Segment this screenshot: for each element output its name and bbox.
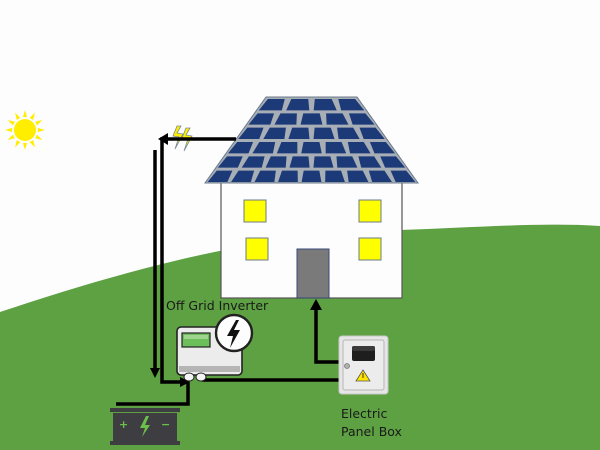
- solar-panel: [241, 156, 265, 168]
- sun-ray: [15, 140, 21, 148]
- panel-box-label-line1: Electric: [341, 406, 388, 421]
- bolt-icon: [227, 320, 240, 348]
- sun-icon: [5, 110, 45, 150]
- battery[interactable]: + −: [110, 408, 180, 445]
- house-window: [243, 199, 267, 223]
- solar-panel: [289, 156, 310, 168]
- solar-panel: [288, 127, 310, 139]
- solar-panel: [252, 142, 276, 154]
- sun-ray: [15, 112, 21, 120]
- solar-panel: [301, 142, 322, 154]
- sun-ray: [22, 110, 28, 118]
- solar-panel: [326, 113, 349, 125]
- wire-panelbox-to-house: [314, 305, 340, 364]
- solar-panels: [207, 99, 416, 182]
- solar-panel: [258, 99, 285, 111]
- wire-panel-to-inverter: [160, 137, 236, 384]
- solar-panel: [336, 156, 358, 168]
- solar-panel: [231, 170, 255, 182]
- solar-panel: [313, 127, 335, 139]
- sun-ray: [5, 127, 13, 133]
- solar-panel: [238, 127, 264, 139]
- sun-ray: [29, 140, 35, 148]
- solar-panel: [286, 99, 310, 111]
- solar-panel: [369, 142, 396, 154]
- solar-panel: [347, 170, 369, 182]
- sun-ray: [37, 127, 45, 133]
- solar-panel: [338, 99, 365, 111]
- sun-ray: [7, 120, 15, 126]
- solar-panel: [274, 113, 297, 125]
- solar-panel: [359, 127, 385, 139]
- solar-roof: [204, 96, 419, 184]
- solar-panel: [325, 170, 345, 182]
- solar-panel: [300, 113, 323, 125]
- arrow-icon: [310, 299, 322, 310]
- solar-panel: [227, 142, 254, 154]
- arrow-icon: [150, 368, 160, 378]
- solar-panel: [248, 113, 275, 125]
- solar-panel: [313, 99, 337, 111]
- solar-panel: [380, 156, 406, 168]
- solar-panel: [348, 113, 375, 125]
- electric-panel-box[interactable]: [338, 335, 389, 395]
- sun-ray: [29, 112, 35, 120]
- battery-bolt-icon: [140, 416, 150, 437]
- panel-box-label-line2: Panel Box: [341, 424, 402, 439]
- sun-ray: [22, 142, 28, 150]
- house-door: [296, 248, 330, 299]
- sun-ray: [35, 134, 43, 140]
- solar-panel: [390, 170, 416, 182]
- solar-panel: [325, 142, 347, 154]
- solar-panel: [301, 170, 322, 182]
- house-window: [358, 237, 382, 261]
- solar-panel: [313, 156, 334, 168]
- solar-panel: [337, 127, 360, 139]
- inverter[interactable]: [176, 313, 254, 382]
- wire-inverter-to-battery: [116, 382, 190, 406]
- battery-minus-icon: −: [161, 418, 170, 431]
- solar-panel: [276, 142, 298, 154]
- solar-panel: [207, 170, 233, 182]
- grass-hill: [0, 224, 600, 450]
- battery-plus-icon: +: [119, 418, 128, 431]
- solar-panel: [217, 156, 243, 168]
- sun-ray: [7, 134, 15, 140]
- solar-panel: [278, 170, 298, 182]
- solar-panel: [265, 156, 287, 168]
- solar-panel: [254, 170, 276, 182]
- inverter-label: Off Grid Inverter: [166, 298, 269, 313]
- house-window: [358, 199, 382, 223]
- solar-panel: [347, 142, 371, 154]
- house-window: [245, 237, 269, 261]
- solar-panel: [263, 127, 286, 139]
- solar-panel: [368, 170, 392, 182]
- sun-ray: [35, 120, 43, 126]
- wiring: [116, 137, 340, 406]
- solar-panel: [358, 156, 382, 168]
- arrow-icon: [180, 377, 190, 387]
- arrow-icon: [158, 133, 168, 145]
